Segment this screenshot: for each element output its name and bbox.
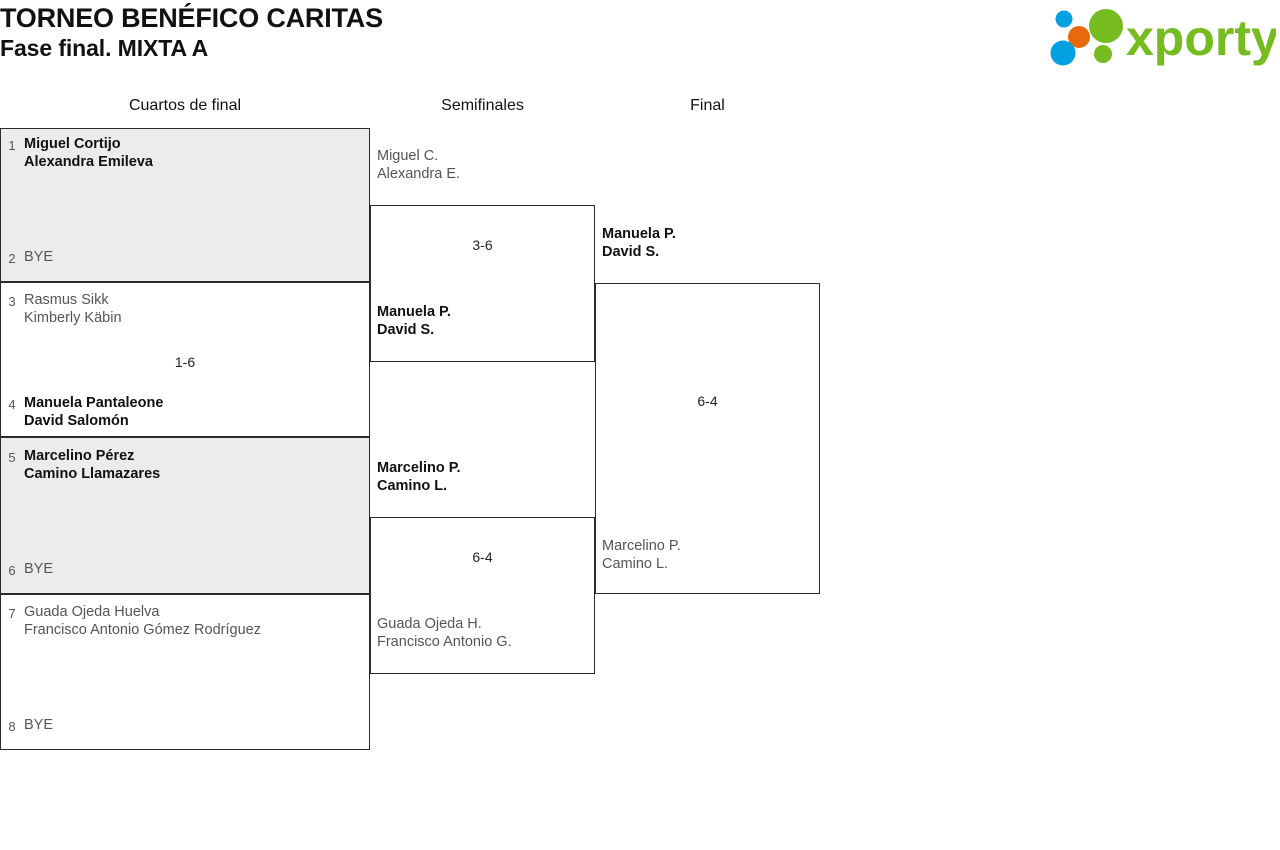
match-box-sf-2[interactable] (370, 517, 595, 674)
competitor-sf-2-top[interactable]: Marcelino P. Camino L. (370, 459, 595, 495)
competitor-names: Guada Ojeda H. Francisco Antonio G. (377, 616, 512, 650)
match-box-final[interactable] (595, 283, 820, 594)
round-header-final: Final (690, 97, 725, 114)
round-header-semifinals: Semifinales (441, 97, 524, 114)
logo-dot-orange (1068, 26, 1090, 48)
logo-wordmark: xporty (1126, 10, 1276, 66)
competitor-final-bottom[interactable]: Marcelino P. Camino L. (595, 537, 820, 573)
logo-dot-green-large (1089, 9, 1123, 43)
seed-number: 4 (8, 397, 16, 412)
competitor-sf-1-top[interactable]: Miguel C. Alexandra E. (370, 147, 595, 183)
seed-number: 2 (8, 251, 16, 266)
competitor-names: Manuela P. David S. (377, 304, 451, 338)
competitor-names: Marcelino P. Camino L. (602, 538, 681, 572)
competitor-qf-3-top[interactable]: 5 Marcelino Pérez Camino Llamazares (0, 447, 370, 483)
competitor-qf-2-top[interactable]: 3 Rasmus Sikk Kimberly Käbin (0, 291, 370, 327)
competitor-qf-1-top[interactable]: 1 Miguel Cortijo Alexandra Emileva (0, 135, 370, 171)
match-box-qf-1[interactable] (0, 128, 370, 282)
logo-dot-green-small (1094, 45, 1112, 63)
competitor-qf-2-bottom[interactable]: 4 Manuela Pantaleone David Salomón (0, 394, 370, 430)
round-header-quarterfinals: Cuartos de final (128, 97, 242, 114)
competitor-sf-2-bottom[interactable]: Guada Ojeda H. Francisco Antonio G. (370, 615, 595, 651)
match-box-sf-1[interactable] (370, 205, 595, 362)
competitor-names: BYE (24, 561, 54, 577)
score-sf-1: 3-6 (472, 237, 493, 253)
competitor-names: Manuela P. David S. (602, 226, 676, 260)
score-qf-2: 1-6 (174, 354, 196, 370)
logo-dot-blue-large (1050, 40, 1076, 66)
page-title: TORNEO BENÉFICO CARITAS Fase final. MIXT… (0, 0, 900, 63)
competitor-names: Manuela Pantaleone David Salomón (24, 395, 164, 429)
seed-number: 5 (8, 450, 16, 465)
xporty-logo: xporty (1048, 4, 1276, 70)
competitor-names: Marcelino Pérez Camino Llamazares (24, 448, 161, 482)
match-box-qf-3[interactable] (0, 437, 370, 594)
seed-number: 6 (8, 563, 16, 578)
competitor-names: Rasmus Sikk Kimberly Käbin (24, 292, 122, 326)
competitor-final-top[interactable]: Manuela P. David S. (595, 225, 820, 261)
logo-dot-blue-small (1055, 10, 1073, 28)
seed-number: 3 (8, 294, 16, 309)
competitor-names: BYE (24, 717, 54, 733)
competitor-names: Miguel C. Alexandra E. (377, 148, 461, 182)
tournament-title: TORNEO BENÉFICO CARITAS (0, 3, 383, 33)
score-sf-2: 6-4 (472, 549, 493, 565)
match-box-qf-4[interactable] (0, 594, 370, 750)
match-box-qf-2[interactable] (0, 282, 370, 437)
competitor-qf-4-bottom[interactable]: 8 BYE (0, 716, 370, 734)
competitor-names: Marcelino P. Camino L. (377, 460, 461, 494)
competitor-names: Miguel Cortijo Alexandra Emileva (24, 136, 153, 170)
competitor-qf-3-bottom[interactable]: 6 BYE (0, 560, 370, 578)
competitor-names: BYE (24, 249, 54, 265)
seed-number: 1 (8, 138, 16, 153)
competitor-names: Guada Ojeda Huelva Francisco Antonio Góm… (24, 604, 261, 638)
phase-title: Fase final. MIXTA A (0, 35, 209, 61)
competitor-qf-1-bottom[interactable]: 2 BYE (0, 248, 370, 266)
competitor-qf-4-top[interactable]: 7 Guada Ojeda Huelva Francisco Antonio G… (0, 603, 370, 639)
score-final: 6-4 (697, 393, 718, 409)
competitor-sf-1-bottom[interactable]: Manuela P. David S. (370, 303, 595, 339)
seed-number: 8 (8, 719, 16, 734)
seed-number: 7 (8, 606, 16, 621)
